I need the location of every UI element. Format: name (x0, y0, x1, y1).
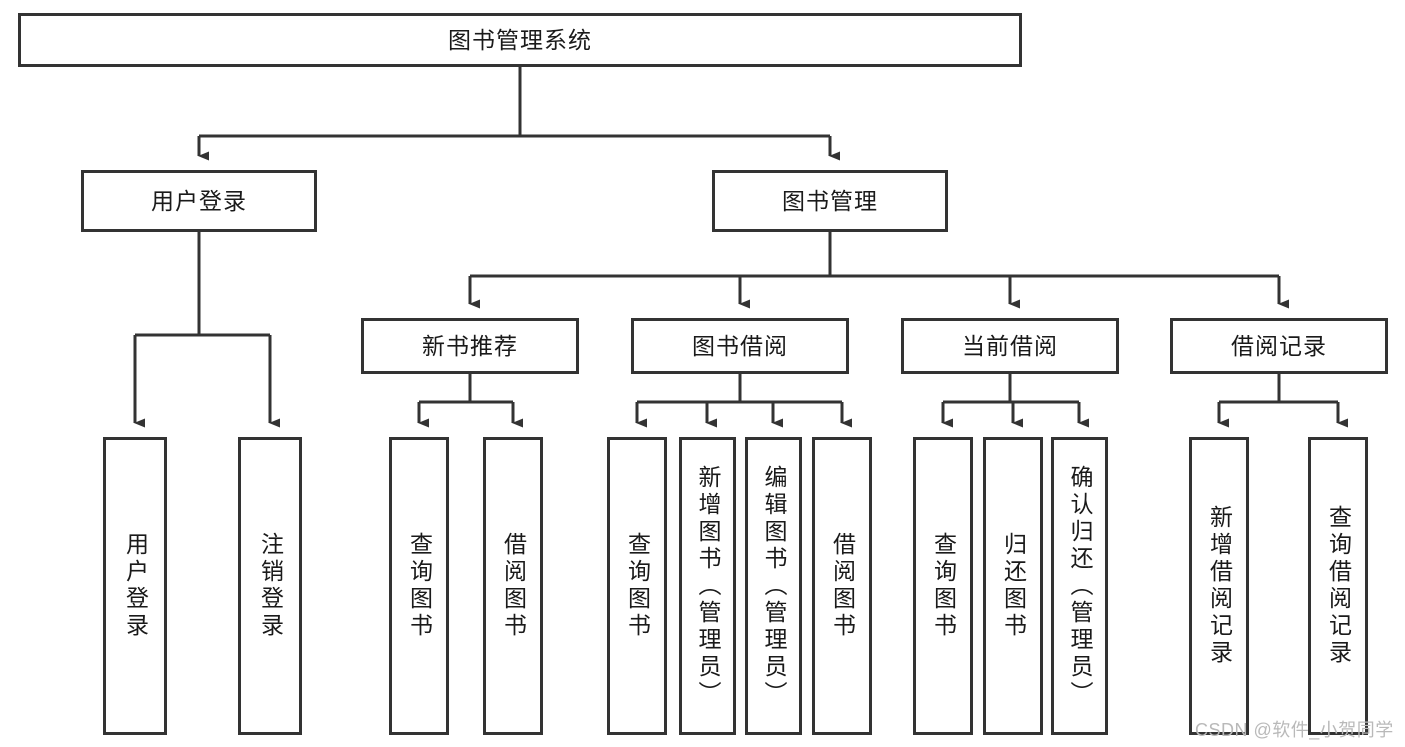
node-leaf-user-login[interactable]: 用户登录 (103, 437, 167, 735)
node-leaf-user-login-label: 用户登录 (122, 532, 149, 640)
node-leaf-confirm-return[interactable]: 确认归还（管理员） (1051, 437, 1108, 735)
node-user-login-label: 用户登录 (151, 187, 247, 214)
edge-group-borrow-record (1217, 374, 1348, 428)
edge-group-root (197, 67, 840, 161)
node-leaf-add-record[interactable]: 新增借阅记录 (1189, 437, 1249, 735)
node-leaf-query-book-3[interactable]: 查询图书 (913, 437, 973, 735)
node-user-login[interactable]: 用户登录 (81, 170, 317, 232)
node-leaf-query-record[interactable]: 查询借阅记录 (1308, 437, 1368, 735)
node-leaf-edit-book-label: 编辑图书（管理员） (761, 464, 787, 708)
node-leaf-logout[interactable]: 注销登录 (238, 437, 302, 735)
node-leaf-logout-label: 注销登录 (257, 532, 284, 640)
node-leaf-add-record-label: 新增借阅记录 (1206, 505, 1233, 667)
node-new-book-rec[interactable]: 新书推荐 (361, 318, 579, 374)
node-leaf-borrow-book-2-label: 借阅图书 (829, 532, 856, 640)
node-leaf-query-book-2-label: 查询图书 (624, 532, 651, 640)
node-leaf-return-book-label: 归还图书 (1000, 532, 1027, 640)
edge-group-new-book-rec (417, 374, 523, 428)
node-root[interactable]: 图书管理系统 (18, 13, 1022, 67)
node-book-borrow[interactable]: 图书借阅 (631, 318, 849, 374)
node-leaf-add-book-label: 新增图书（管理员） (695, 464, 721, 708)
node-leaf-query-record-label: 查询借阅记录 (1325, 505, 1352, 667)
node-leaf-add-book[interactable]: 新增图书（管理员） (679, 437, 736, 735)
edge-group-user-login (133, 232, 280, 428)
node-leaf-query-book-3-label: 查询图书 (930, 532, 957, 640)
node-leaf-borrow-book-2[interactable]: 借阅图书 (812, 437, 872, 735)
node-leaf-borrow-book-1-label: 借阅图书 (500, 532, 527, 640)
node-book-borrow-label: 图书借阅 (692, 332, 788, 359)
csdn-watermark: CSDN @软件_小贺同学 (1195, 720, 1394, 740)
node-new-book-rec-label: 新书推荐 (422, 332, 518, 359)
edge-group-book-borrow (635, 374, 852, 428)
node-book-manage-label: 图书管理 (782, 187, 878, 214)
node-leaf-query-book-1-label: 查询图书 (406, 532, 433, 640)
node-borrow-record-label: 借阅记录 (1231, 332, 1327, 359)
node-book-manage[interactable]: 图书管理 (712, 170, 948, 232)
node-borrow-record[interactable]: 借阅记录 (1170, 318, 1388, 374)
node-leaf-return-book[interactable]: 归还图书 (983, 437, 1043, 735)
node-current-borrow[interactable]: 当前借阅 (901, 318, 1119, 374)
node-leaf-edit-book[interactable]: 编辑图书（管理员） (745, 437, 802, 735)
node-leaf-confirm-return-label: 确认归还（管理员） (1067, 464, 1093, 708)
node-leaf-borrow-book-1[interactable]: 借阅图书 (483, 437, 543, 735)
node-leaf-query-book-2[interactable]: 查询图书 (607, 437, 667, 735)
node-leaf-query-book-1[interactable]: 查询图书 (389, 437, 449, 735)
node-root-label: 图书管理系统 (448, 26, 592, 53)
node-current-borrow-label: 当前借阅 (962, 332, 1058, 359)
edge-group-current-borrow (941, 374, 1089, 428)
edge-group-book-manage (468, 232, 1289, 309)
